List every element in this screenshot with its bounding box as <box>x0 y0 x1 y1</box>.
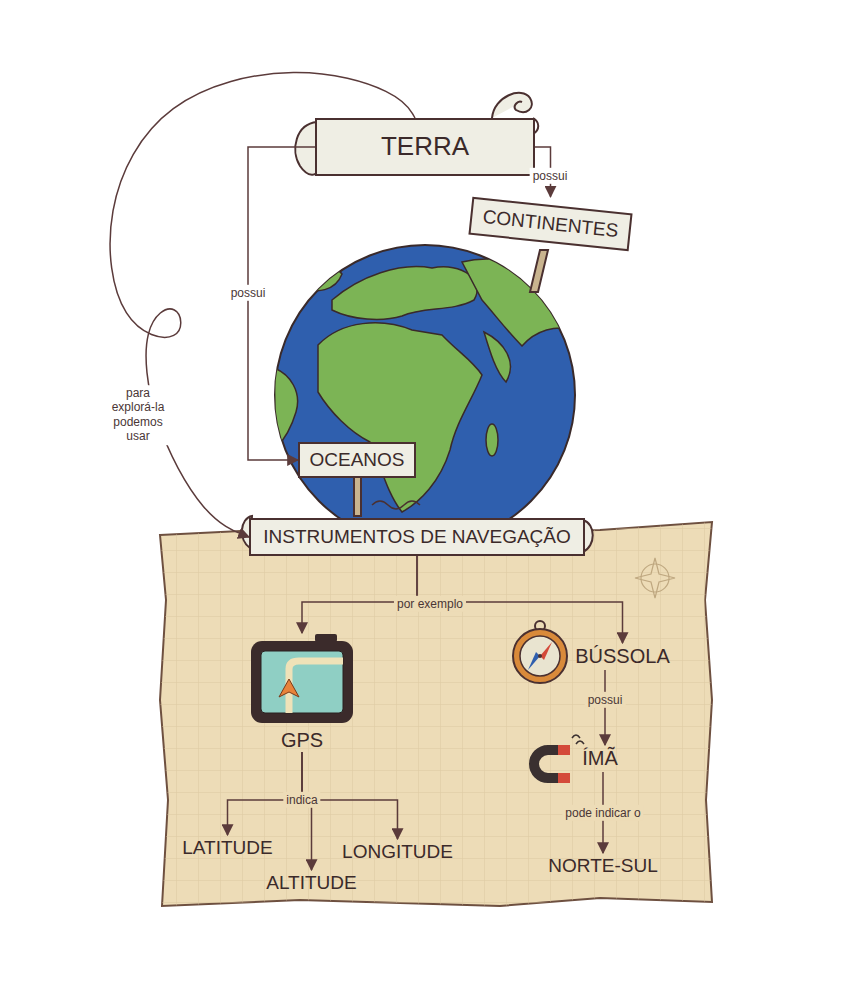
globe-part-part <box>318 323 482 512</box>
edge-label: por exemplo <box>394 596 466 612</box>
node-text: NORTE-SUL <box>548 855 657 877</box>
scroll-curl-part <box>295 122 317 175</box>
globe-part-part <box>274 368 298 448</box>
node-text: LATITUDE <box>182 837 272 859</box>
concept-node: LATITUDE <box>179 835 276 861</box>
connector-arrow <box>302 556 417 633</box>
edge-label: possui <box>585 692 626 708</box>
compass-rose-part <box>641 564 669 592</box>
gps-icon <box>247 633 357 725</box>
concept-node: ÍMÃ <box>578 745 622 772</box>
scroll-curl-part <box>492 93 532 118</box>
node-text: LONGITUDE <box>342 841 453 863</box>
compass-rose-part <box>635 558 675 598</box>
gps-body <box>251 641 353 723</box>
globe <box>274 245 580 545</box>
edge-label: possui <box>228 285 269 301</box>
sign-box: CONTINENTES <box>468 197 632 252</box>
concept-node: NORTE-SUL <box>545 853 661 879</box>
concept-node: BÚSSOLA <box>571 643 674 670</box>
compass-icon-part <box>528 652 540 670</box>
node-text: ÍMÃ <box>582 747 618 770</box>
parchment-map <box>160 522 712 906</box>
node-text: CONTINENTES <box>482 206 620 242</box>
banner-box: INSTRUMENTOS DE NAVEGAÇÃO <box>249 518 585 556</box>
compass-icon-part <box>513 629 567 683</box>
node-text: ALTITUDE <box>266 872 356 894</box>
banner-box: TERRA <box>315 118 535 176</box>
parchment-map-part <box>160 522 712 906</box>
edge-label: para explorá-la podemos usar <box>103 385 173 445</box>
globe-part <box>275 245 575 545</box>
node-text: INSTRUMENTOS DE NAVEGAÇÃO <box>263 526 571 548</box>
edge-label: indica <box>283 792 320 808</box>
edge-label: pode indicar o <box>562 805 643 821</box>
gps-antenna <box>315 634 337 642</box>
connector-arrow <box>302 752 312 870</box>
wave-doodle <box>372 501 420 509</box>
compass-icon-part <box>520 636 560 676</box>
compass-rose <box>635 558 675 598</box>
compass-icon-part <box>538 654 542 658</box>
gps-screen <box>261 651 343 713</box>
parchment-map-part <box>160 522 712 906</box>
node-text: TERRA <box>381 132 469 162</box>
sign-post-part <box>354 476 361 516</box>
globe-part-part <box>462 259 580 346</box>
magnet-icon-part <box>558 750 570 778</box>
concept-node: ALTITUDE <box>263 870 360 896</box>
globe-part-part <box>486 424 498 456</box>
sign-post-part <box>530 250 548 292</box>
compass-icon-part <box>540 642 552 660</box>
edge-label: possui <box>530 168 571 184</box>
globe-part-part <box>484 332 510 382</box>
globe-part-part <box>332 267 477 320</box>
node-text: OCEANOS <box>309 449 404 471</box>
concept-node: GPS <box>247 633 357 752</box>
compass-icon <box>513 621 567 683</box>
magnet-icon <box>534 735 584 778</box>
globe-part-part <box>300 268 342 291</box>
concept-node: LONGITUDE <box>339 839 456 865</box>
gps-route <box>289 661 343 713</box>
globe-part <box>274 259 580 512</box>
magnet-icon-part <box>572 735 584 744</box>
node-text: GPS <box>281 729 323 752</box>
sign-box: OCEANOS <box>298 442 416 478</box>
connector-arrow <box>248 147 315 460</box>
node-text: BÚSSOLA <box>575 645 669 668</box>
gps-arrow <box>279 679 299 697</box>
